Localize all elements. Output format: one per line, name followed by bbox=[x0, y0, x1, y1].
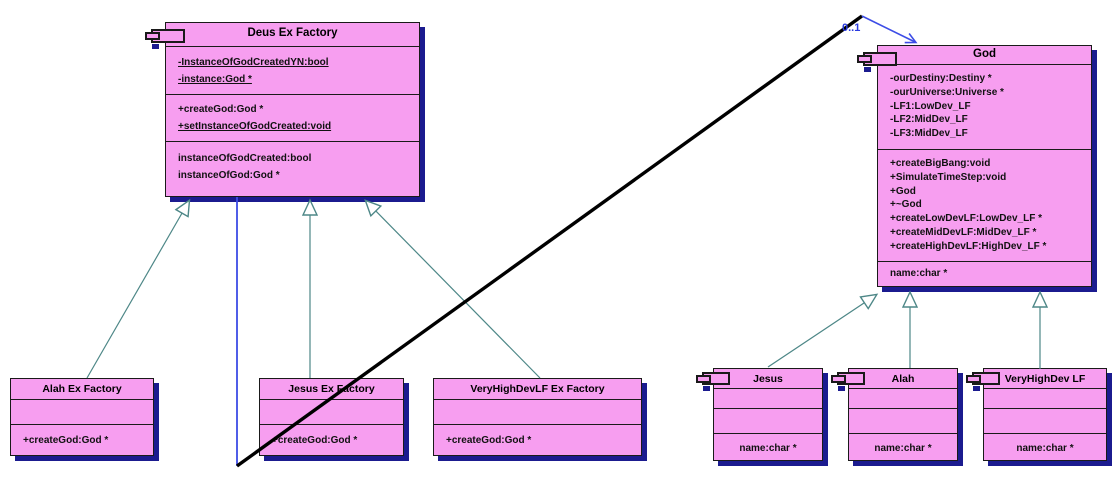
attribute: -ourUniverse:Universe * bbox=[890, 86, 1004, 98]
class-title: Alah bbox=[891, 373, 915, 385]
method: +createBigBang:void bbox=[890, 158, 991, 169]
methods-compartment: +createBigBang:void +SimulateTimeStep:vo… bbox=[878, 149, 1091, 261]
class-icon bbox=[966, 372, 1000, 391]
methods-compartment: +createGod:God * bbox=[11, 424, 153, 457]
class-god[interactable]: God -ourDestiny:Destiny * -ourUniverse:U… bbox=[857, 45, 1092, 288]
properties-compartment: instanceOfGodCreated:bool instanceOfGod:… bbox=[166, 141, 419, 198]
attributes-compartment bbox=[11, 399, 153, 424]
property: instanceOfGodCreated:bool bbox=[178, 153, 312, 164]
class-title: God bbox=[973, 48, 996, 60]
attributes-compartment bbox=[260, 399, 403, 424]
method: +createLowDevLF:LowDev_LF * bbox=[890, 213, 1042, 225]
attributes-compartment bbox=[434, 399, 641, 424]
method: +God bbox=[890, 185, 916, 197]
methods-compartment: +createGod:God * +setInstanceOfGodCreate… bbox=[166, 94, 419, 141]
attribute: -instance:God * bbox=[178, 73, 252, 85]
attribute: -ourDestiny:Destiny * bbox=[890, 73, 992, 84]
class-alah[interactable]: Alah name:char * bbox=[831, 368, 958, 462]
class-icon bbox=[857, 52, 897, 72]
generalization-jesus-god[interactable] bbox=[767, 295, 876, 368]
class-title: Jesus bbox=[753, 373, 783, 385]
properties-compartment: name:char * bbox=[849, 433, 957, 462]
methods-compartment bbox=[849, 408, 957, 433]
attributes-compartment: -InstanceOfGodCreatedYN:bool -instance:G… bbox=[166, 46, 419, 94]
method: +setInstanceOfGodCreated:void bbox=[178, 120, 332, 132]
properties-compartment: name:char * bbox=[878, 261, 1091, 288]
property: name:char * bbox=[874, 443, 932, 454]
generalization-vhdfactory-deus[interactable] bbox=[366, 201, 541, 379]
generalization-alahfactory-deus[interactable] bbox=[86, 201, 189, 379]
class-veryhighdevlf-ex-factory[interactable]: VeryHighDevLF Ex Factory +createGod:God … bbox=[433, 378, 642, 456]
class-jesus[interactable]: Jesus name:char * bbox=[696, 368, 823, 462]
methods-compartment bbox=[984, 408, 1106, 433]
attribute: -InstanceOfGodCreatedYN:bool bbox=[178, 57, 329, 68]
attribute: -LF1:LowDev_LF bbox=[890, 100, 971, 112]
attributes-compartment: -ourDestiny:Destiny * -ourUniverse:Unive… bbox=[878, 64, 1091, 149]
property: instanceOfGod:God * bbox=[178, 169, 280, 181]
methods-compartment: +createGod:God * bbox=[260, 424, 403, 457]
class-title: VeryHighDev LF bbox=[1004, 373, 1086, 385]
class-icon bbox=[696, 372, 730, 391]
property: name:char * bbox=[739, 443, 797, 454]
class-icon bbox=[145, 29, 185, 49]
method: +~God bbox=[890, 199, 922, 211]
class-icon bbox=[831, 372, 865, 391]
method: +createGod:God * bbox=[178, 104, 264, 115]
class-veryhighdev-lf[interactable]: VeryHighDev LF name:char * bbox=[966, 368, 1107, 462]
association-segment-arrow[interactable] bbox=[861, 15, 918, 44]
method: +createHighDevLF:HighDev_LF * bbox=[890, 240, 1047, 252]
class-title: VeryHighDevLF Ex Factory bbox=[470, 383, 605, 395]
properties-compartment: name:char * bbox=[984, 433, 1106, 462]
class-alah-ex-factory[interactable]: Alah Ex Factory +createGod:God * bbox=[10, 378, 154, 456]
method: +createGod:God * bbox=[272, 435, 358, 446]
class-jesus-ex-factory[interactable]: Jesus Ex Factory +createGod:God * bbox=[259, 378, 404, 456]
attributes-compartment bbox=[714, 388, 822, 408]
property: name:char * bbox=[1016, 443, 1074, 454]
properties-compartment: name:char * bbox=[714, 433, 822, 462]
method: +createGod:God * bbox=[446, 435, 532, 446]
association-multiplicity: 0..1 bbox=[842, 22, 861, 34]
method: +createGod:God * bbox=[23, 435, 109, 446]
method: +createMidDevLF:MidDev_LF * bbox=[890, 226, 1037, 238]
attributes-compartment bbox=[984, 388, 1106, 408]
methods-compartment bbox=[714, 408, 822, 433]
attribute: -LF2:MidDev_LF bbox=[890, 114, 968, 126]
property: name:char * bbox=[890, 268, 948, 279]
attribute: -LF3:MidDev_LF bbox=[890, 128, 968, 140]
attributes-compartment bbox=[849, 388, 957, 408]
class-deus-ex-factory[interactable]: Deus Ex Factory -InstanceOfGodCreatedYN:… bbox=[145, 22, 420, 198]
class-title: Deus Ex Factory bbox=[247, 27, 338, 39]
class-title: Jesus Ex Factory bbox=[288, 383, 375, 395]
class-title: Alah Ex Factory bbox=[42, 383, 122, 395]
method: +SimulateTimeStep:void bbox=[890, 171, 1007, 183]
methods-compartment: +createGod:God * bbox=[434, 424, 641, 457]
